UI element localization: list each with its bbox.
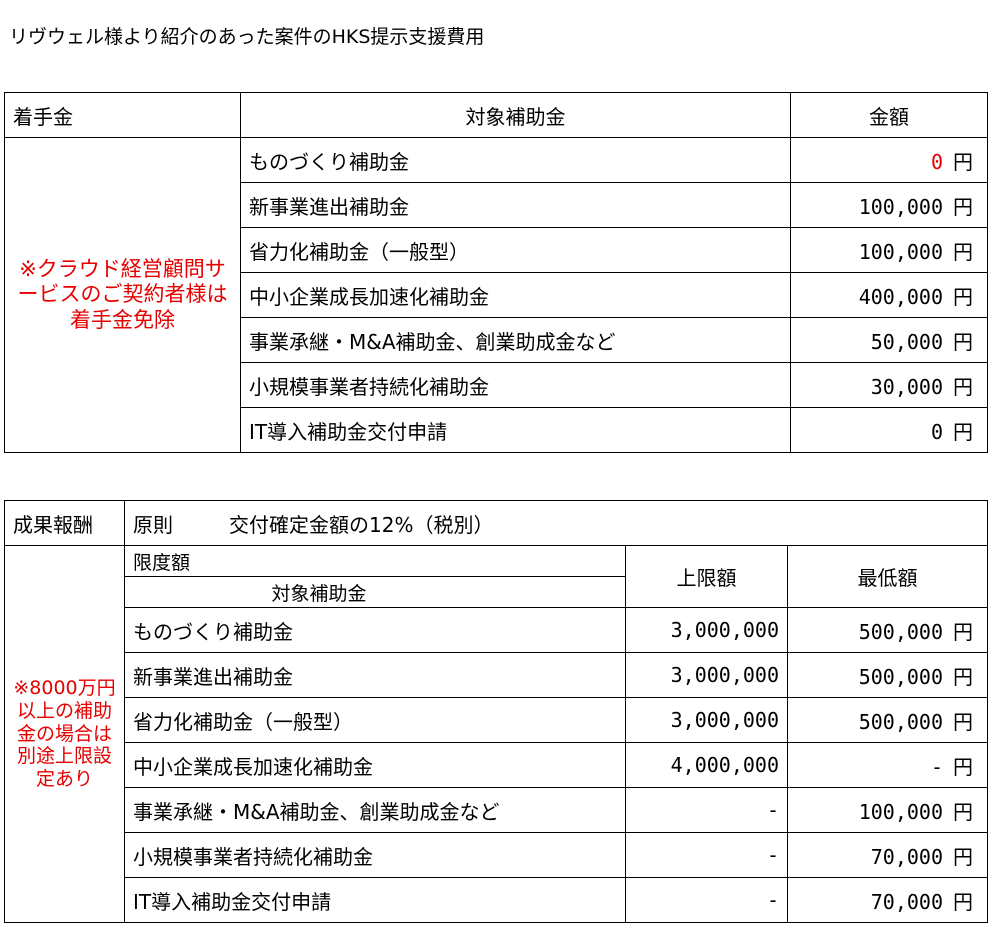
reward-subheader-row: ※8000万円以上の補助金の場合は別途上限設定あり 限度額 上限額 最低額 <box>4 545 989 923</box>
reward-header-label: 成果報酬 <box>4 500 125 546</box>
fee-header-amount: 金額 <box>790 92 988 138</box>
upper-limit-note: ※8000万円以上の補助金の場合は別途上限設定あり <box>4 545 125 923</box>
subsidy-name: 新事業進出補助金 <box>240 182 791 228</box>
table-row: 中小企業成長加速化補助金 4,000,000 -円 <box>5 742 989 788</box>
fee-header-subsidy: 対象補助金 <box>240 92 791 138</box>
subsidy-name: 事業承継・M&A補助金、創業助成金など <box>124 787 626 833</box>
page-title: リヴウェル様より紹介のあった案件のHKS提示支援費用 <box>9 26 485 48</box>
subsidy-name: ものづくり補助金 <box>240 137 791 183</box>
upper-limit-value: - <box>625 832 788 878</box>
upper-limit-value: 3,000,000 <box>625 697 788 743</box>
subsidy-name: 省力化補助金（一般型） <box>124 697 626 743</box>
upper-limit-value: - <box>625 787 788 833</box>
upper-limit-header: 上限額 <box>625 545 788 608</box>
subsidy-name: IT導入補助金交付申請 <box>124 877 626 923</box>
fee-waiver-note: ※クラウド経営顧問サービスのご契約者様は着手金免除 <box>4 137 241 453</box>
retainer-fee-table: 着手金 対象補助金 金額 ※クラウド経営顧問サービスのご契約者様は着手金免除 も… <box>4 92 988 453</box>
subsidy-name: 小規模事業者持続化補助金 <box>124 832 626 878</box>
subsidy-name: IT導入補助金交付申請 <box>240 407 791 453</box>
limit-label: 限度額 <box>124 545 626 577</box>
subsidy-name: 省力化補助金（一般型） <box>240 227 791 273</box>
success-fee-table: 成果報酬 原則交付確定金額の12%（税別） ※8000万円以上の補助金の場合は別… <box>4 500 989 923</box>
subsidy-name: 小規模事業者持続化補助金 <box>240 362 791 408</box>
minimum-value: -円 <box>786 742 989 788</box>
fee-header-label: 着手金 <box>4 92 241 138</box>
upper-limit-value: 3,000,000 <box>625 607 788 653</box>
subsidy-name: 事業承継・M&A補助金、創業助成金など <box>240 317 791 363</box>
subsidy-name: ものづくり補助金 <box>124 607 626 653</box>
subsidy-name: 新事業進出補助金 <box>124 652 626 698</box>
upper-limit-value: 3,000,000 <box>625 652 788 698</box>
reward-header-row: 成果報酬 原則交付確定金額の12%（税別） <box>4 500 989 546</box>
subsidy-header: 対象補助金 <box>124 576 626 608</box>
upper-limit-value: - <box>625 877 788 923</box>
minimum-header: 最低額 <box>786 545 989 608</box>
upper-limit-value: 4,000,000 <box>625 742 788 788</box>
fee-header-row: 着手金 対象補助金 金額 <box>4 92 988 138</box>
reward-principle: 原則交付確定金額の12%（税別） <box>123 500 989 546</box>
subsidy-name: 中小企業成長加速化補助金 <box>124 742 626 788</box>
subsidy-name: 中小企業成長加速化補助金 <box>240 272 791 318</box>
